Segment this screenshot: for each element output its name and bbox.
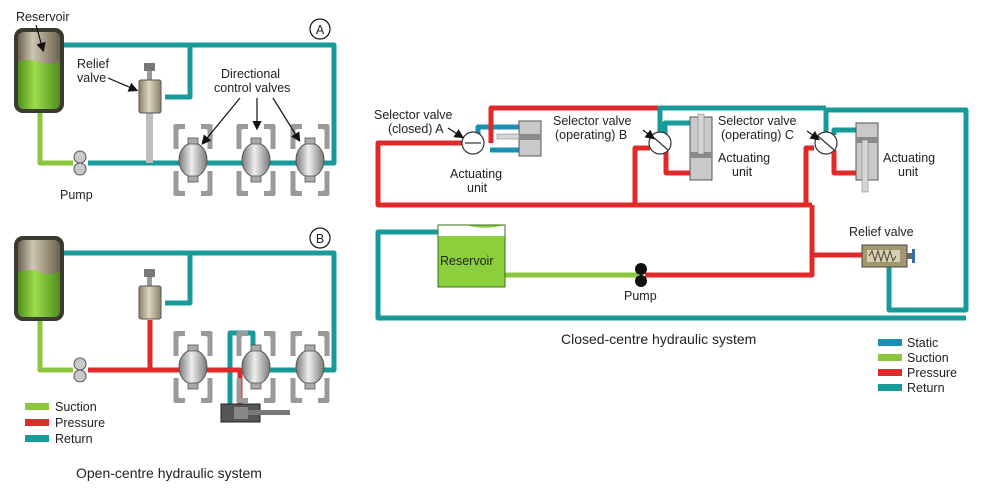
panel-a-pump-label: Pump (60, 188, 93, 202)
closed-relief-label: Relief valve (849, 225, 914, 239)
closed-centre-system: Reservoir Pump Relief valve (374, 105, 969, 321)
closed-return-actuator-lines (662, 120, 856, 135)
panel-b-reservoir (14, 236, 64, 321)
panel-a-relief-valve (138, 63, 162, 114)
legend-static-label: Static (907, 336, 938, 350)
legend-return-label: Return (55, 432, 93, 446)
legend-return-label-2: Return (907, 381, 945, 395)
selector-valve-a (461, 131, 485, 155)
selector-a-label-2: (closed) A (388, 122, 444, 136)
closed-reservoir-label: Reservoir (440, 254, 494, 268)
selector-a-label-1: Selector valve (374, 108, 453, 122)
svg-text:B: B (316, 232, 324, 246)
legend-suction-swatch (25, 403, 49, 410)
selector-b-label-1: Selector valve (553, 114, 632, 128)
selector-c-label-2: (operating) C (721, 128, 794, 142)
panel-b-pressure-lines (88, 320, 243, 404)
panel-a-reservoir-label: Reservoir (16, 10, 70, 24)
panel-a-dcv-label-2: control valves (214, 81, 290, 95)
closed-pump: Pump (624, 263, 657, 303)
closed-pressure-lines (375, 105, 862, 278)
panel-b-actuator (220, 403, 290, 423)
directional-control-valve (173, 331, 213, 403)
selector-c-label-1: Selector valve (718, 114, 797, 128)
legend-return-swatch-2 (878, 384, 902, 391)
panel-a-dcv-group (173, 124, 330, 196)
actuating-a-label-1: Actuating (450, 167, 502, 181)
open-centre-caption: Open-centre hydraulic system (76, 465, 262, 481)
legend-return-swatch (25, 435, 49, 442)
panel-b-suction-line (37, 318, 73, 373)
legend-suction-label-2: Suction (907, 351, 949, 365)
panel-a: Reservoir Relief valve Directional contr… (14, 10, 337, 202)
legend-pressure-swatch (25, 419, 49, 426)
panel-a-reservoir (14, 28, 64, 113)
directional-control-valve (236, 124, 276, 196)
panel-b-dcv-group (173, 331, 330, 403)
directional-control-valve (173, 124, 213, 196)
panel-a-dcv-label-1: Directional (221, 67, 280, 81)
legend-static-swatch (878, 339, 902, 346)
closed-centre-caption: Closed-centre hydraulic system (561, 331, 756, 347)
panel-b-pump (73, 357, 87, 383)
actuating-c-label-2: unit (898, 165, 919, 179)
actuating-unit-a (496, 120, 542, 157)
panel-b: B (14, 227, 337, 423)
legend-suction-label: Suction (55, 400, 97, 414)
panel-a-relief-label-2: valve (77, 71, 106, 85)
closed-centre-legend: Static Suction Pressure Return (878, 336, 957, 395)
legend-pressure-label-2: Pressure (907, 366, 957, 380)
actuating-b-label-2: unit (732, 165, 753, 179)
panel-a-badge: A (309, 18, 331, 40)
actuating-a-label-2: unit (467, 181, 488, 195)
directional-control-valve (236, 331, 276, 403)
directional-control-valve (290, 331, 330, 403)
legend-suction-swatch-2 (878, 354, 902, 361)
svg-text:A: A (316, 23, 325, 37)
actuating-unit-b (689, 113, 713, 181)
actuating-c-label-1: Actuating (883, 151, 935, 165)
panel-a-pump (73, 150, 87, 176)
selector-valve-b (648, 131, 672, 155)
panel-a-suction-line (37, 110, 73, 166)
panel-b-badge: B (309, 227, 331, 249)
closed-reservoir: Reservoir (437, 223, 506, 288)
selector-valve-c (814, 131, 838, 155)
closed-pump-label: Pump (624, 289, 657, 303)
closed-return-lines (375, 105, 969, 321)
panel-a-relief-label-1: Relief (77, 57, 109, 71)
actuating-b-label-1: Actuating (718, 151, 770, 165)
legend-pressure-label: Pressure (55, 416, 105, 430)
directional-control-valve (290, 124, 330, 196)
actuating-unit-c (855, 122, 879, 193)
panel-b-relief-valve (138, 269, 162, 320)
open-centre-legend: Suction Pressure Return (25, 400, 105, 446)
closed-relief-valve: Relief valve (849, 225, 915, 268)
legend-pressure-swatch-2 (878, 369, 902, 376)
selector-b-label-2: (operating) B (555, 128, 627, 142)
panel-a-relief-stem (146, 112, 153, 163)
